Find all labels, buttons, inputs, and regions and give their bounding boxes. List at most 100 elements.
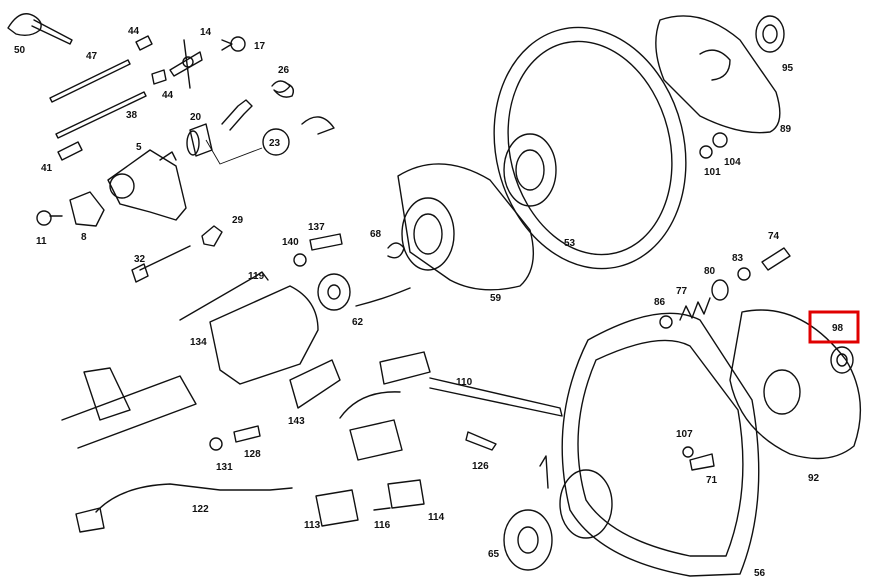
part-122-cable [75,483,293,533]
label-8: 8 [81,232,87,243]
part-14-lever [169,39,203,89]
part-column-shaft [61,375,197,449]
part-80-sleeve [711,279,729,301]
part-134-housing [209,285,319,385]
label-107: 107 [676,429,693,440]
label-140: 140 [282,237,299,248]
label-11: 11 [36,236,47,247]
part-47-rod [49,59,131,103]
label-29: 29 [232,215,244,226]
part-137-screw [309,233,343,251]
label-126: 126 [472,461,489,472]
label-104: 104 [724,157,741,168]
part-126-screw [465,431,497,451]
part-column-bracket [83,367,131,421]
part-83-washer [737,267,751,281]
label-44b: 44 [162,90,174,101]
label-44a: 44 [128,26,140,37]
label-62: 62 [352,317,364,328]
part-41-sleeve [57,141,83,161]
label-23: 23 [269,138,281,149]
part-26-spring [271,80,295,98]
part-23-callout [205,128,290,165]
part-113-connector [315,489,359,527]
label-74: 74 [768,231,780,242]
part-56-steering-wheel [559,312,760,577]
label-89: 89 [780,124,792,135]
label-116: 116 [374,520,391,531]
part-labels: 50 47 44 14 17 44 26 38 20 23 5 41 11 8 … [14,26,844,579]
part-53-steering-wheel [493,26,687,270]
label-98: 98 [832,323,844,334]
label-143: 143 [288,416,305,427]
part-32-bolt [131,245,191,283]
part-62-clockspring [317,273,411,311]
label-68: 68 [370,229,382,240]
part-38-rod [55,91,147,139]
part-95-emblem [755,15,785,53]
part-101-washer [699,145,713,159]
label-137: 137 [308,222,325,233]
label-50: 50 [14,45,26,56]
label-83: 83 [732,253,744,264]
part-44-sleeve-a [135,35,153,51]
part-114-connector [387,479,425,509]
label-14: 14 [200,27,212,38]
label-77: 77 [676,286,688,297]
part-retaining-ring [301,116,335,135]
label-114: 114 [428,512,445,523]
label-65: 65 [488,549,500,560]
label-95: 95 [782,63,794,74]
label-53: 53 [564,238,576,249]
part-89-airbag-cover [655,15,781,134]
label-38: 38 [126,110,138,121]
label-92: 92 [808,473,820,484]
part-128-screw [233,425,261,443]
label-131: 131 [216,462,233,473]
part-86-washer [659,315,673,329]
label-134: 134 [190,337,207,348]
label-113: 113 [304,520,321,531]
part-17-screw [221,36,246,52]
label-32: 32 [134,254,146,265]
label-86: 86 [654,297,666,308]
part-119-sensor [179,271,269,321]
part-140-washer [293,253,307,267]
part-68-clip [387,242,405,259]
part-59-hub [397,163,534,291]
part-98-emblem [830,346,854,374]
label-80: 80 [704,266,716,277]
part-44-sleeve-b [151,69,167,85]
part-50-cable-tie [7,13,73,45]
label-26: 26 [278,65,290,76]
label-56: 56 [754,568,766,579]
label-41: 41 [41,163,53,174]
label-59: 59 [490,293,502,304]
part-77-spring [679,297,711,321]
label-20: 20 [190,112,202,123]
highlight-box-98 [808,310,860,344]
part-116-pin [373,507,391,511]
label-119: 119 [248,271,265,282]
part-107-screw [682,446,694,458]
label-101: 101 [704,167,721,178]
label-128: 128 [244,449,261,460]
label-122: 122 [192,504,209,515]
part-8-connector [69,191,105,227]
part-65-cover [503,455,553,571]
part-5-ignition-switch [107,149,187,221]
part-131-washer [209,437,223,451]
part-143-cover [289,359,341,409]
part-74-bolt [761,247,791,271]
label-110: 110 [456,377,473,388]
part-20-lock-cylinder [186,99,253,157]
part-11-screw [36,210,63,226]
part-110-combination-switch [339,351,563,461]
label-71: 71 [706,475,718,486]
label-5: 5 [136,142,142,153]
part-71-screw [689,453,715,471]
label-47: 47 [86,51,98,62]
part-29-clip [201,225,223,247]
